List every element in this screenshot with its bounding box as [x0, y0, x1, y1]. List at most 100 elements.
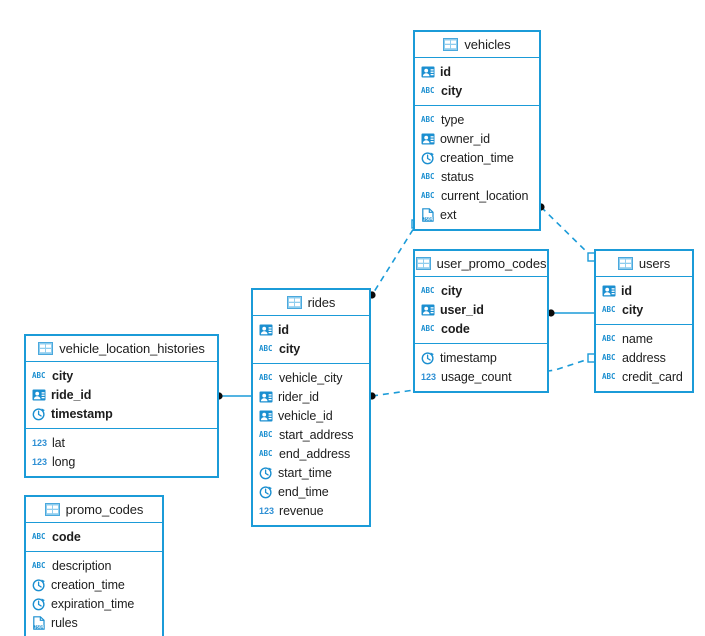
- field-start_time[interactable]: start_time: [253, 463, 369, 482]
- field-creation_time[interactable]: creation_time: [26, 575, 162, 594]
- svg-text:JSON: JSON: [34, 624, 44, 629]
- abc-text-icon: ABC: [259, 343, 273, 353]
- id-badge-icon: [421, 65, 435, 79]
- table-icon: [617, 257, 633, 270]
- field-status[interactable]: ABC status: [415, 167, 539, 186]
- field-label: description: [52, 558, 112, 573]
- 123-number-icon: 123: [259, 505, 275, 516]
- field-type[interactable]: ABC type: [415, 110, 539, 129]
- entity-header-promo_codes[interactable]: promo_codes: [26, 497, 162, 523]
- clock-icon: [32, 578, 46, 592]
- field-end_time[interactable]: end_time: [253, 482, 369, 501]
- field-label: ext: [440, 207, 457, 222]
- json-document-icon: JSON: [32, 615, 46, 630]
- abc-text-icon: ABC: [421, 114, 435, 124]
- abc-text-icon: ABC: [32, 370, 46, 380]
- field-rider_id[interactable]: rider_id: [253, 387, 369, 406]
- field-label: code: [441, 321, 470, 336]
- field-label: creation_time: [440, 150, 514, 165]
- relationship-vehicles-to-rides[interactable]: [371, 218, 417, 296]
- table-icon: [286, 296, 302, 309]
- entity-title: user_promo_codes: [436, 256, 547, 271]
- clock-icon: [421, 151, 435, 165]
- field-timestamp[interactable]: timestamp: [26, 404, 217, 423]
- field-label: usage_count: [441, 369, 512, 384]
- field-label: status: [441, 169, 474, 184]
- abc-text-icon: ABC: [421, 171, 435, 181]
- field-address[interactable]: ABC address: [596, 348, 692, 367]
- field-label: start_time: [278, 465, 332, 480]
- field-owner_id[interactable]: owner_id: [415, 129, 539, 148]
- field-ride_id[interactable]: ride_id: [26, 385, 217, 404]
- clock-icon: [259, 466, 273, 480]
- abc-text-icon: ABC: [421, 285, 435, 295]
- abc-text-icon: ABC: [421, 190, 435, 200]
- field-vehicle_id[interactable]: vehicle_id: [253, 406, 369, 425]
- field-label: timestamp: [440, 350, 497, 365]
- field-label: rider_id: [278, 389, 319, 404]
- field-id[interactable]: id: [253, 320, 369, 339]
- entity-header-vehicle_location_histories[interactable]: vehicle_location_histories: [26, 336, 217, 362]
- field-id[interactable]: id: [596, 281, 692, 300]
- entity-header-vehicles[interactable]: vehicles: [415, 32, 539, 58]
- field-label: user_id: [440, 302, 484, 317]
- field-user_id[interactable]: user_id: [415, 300, 547, 319]
- abc-text-icon: ABC: [32, 531, 46, 541]
- field-label: city: [52, 368, 74, 383]
- entity-header-users[interactable]: users: [596, 251, 692, 277]
- field-label: creation_time: [51, 577, 125, 592]
- field-expiration_time[interactable]: expiration_time: [26, 594, 162, 613]
- entity-header-user_promo_codes[interactable]: user_promo_codes: [415, 251, 547, 277]
- abc-text-icon: ABC: [259, 429, 273, 439]
- field-label: end_time: [278, 484, 329, 499]
- 123-number-icon: 123: [421, 371, 437, 382]
- field-creation_time[interactable]: creation_time: [415, 148, 539, 167]
- abc-text-icon: ABC: [602, 352, 616, 362]
- field-usage_count[interactable]: 123 usage_count: [415, 367, 547, 386]
- field-label: end_address: [279, 446, 351, 461]
- field-label: address: [622, 350, 666, 365]
- entity-header-rides[interactable]: rides: [253, 290, 369, 316]
- field-label: type: [441, 112, 465, 127]
- field-label: vehicle_id: [278, 408, 333, 423]
- field-label: name: [622, 331, 653, 346]
- field-id[interactable]: id: [415, 62, 539, 81]
- field-timestamp[interactable]: timestamp: [415, 348, 547, 367]
- id-badge-icon: [602, 284, 616, 298]
- primary-key-group: ABC city ride_id timestamp: [26, 362, 217, 428]
- field-label: timestamp: [51, 406, 113, 421]
- field-label: owner_id: [440, 131, 490, 146]
- field-city[interactable]: ABC city: [26, 366, 217, 385]
